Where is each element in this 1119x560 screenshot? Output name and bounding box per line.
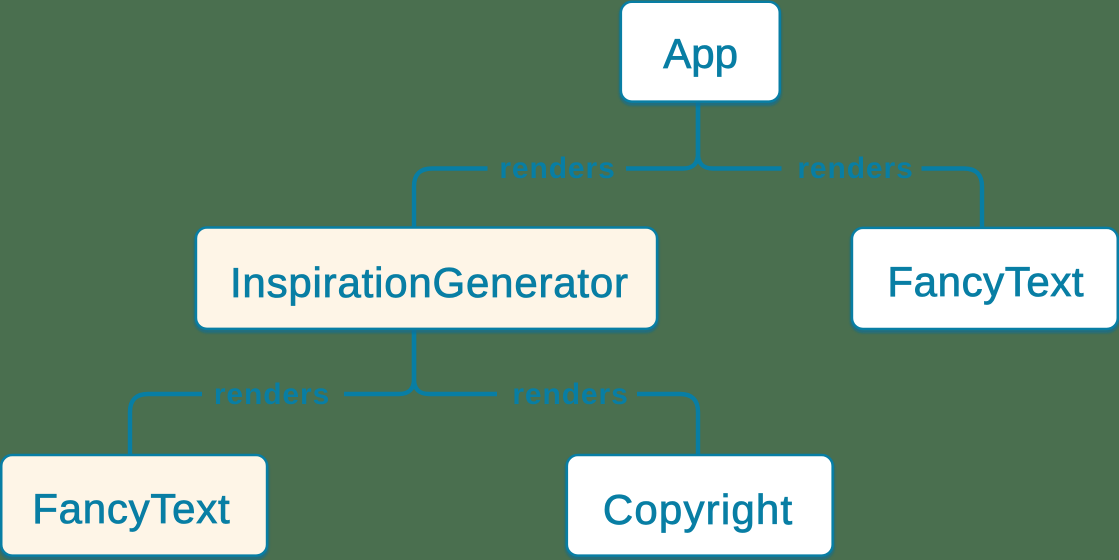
svg-text:App: App: [663, 30, 738, 77]
svg-text:renders: renders: [499, 152, 615, 185]
svg-text:renders: renders: [214, 378, 330, 411]
svg-text:renders: renders: [512, 378, 628, 411]
svg-text:InspirationGenerator: InspirationGenerator: [230, 259, 629, 306]
svg-text:FancyText: FancyText: [887, 258, 1084, 305]
svg-text:FancyText: FancyText: [32, 485, 230, 532]
svg-text:renders: renders: [797, 152, 913, 185]
svg-text:Copyright: Copyright: [603, 486, 794, 533]
